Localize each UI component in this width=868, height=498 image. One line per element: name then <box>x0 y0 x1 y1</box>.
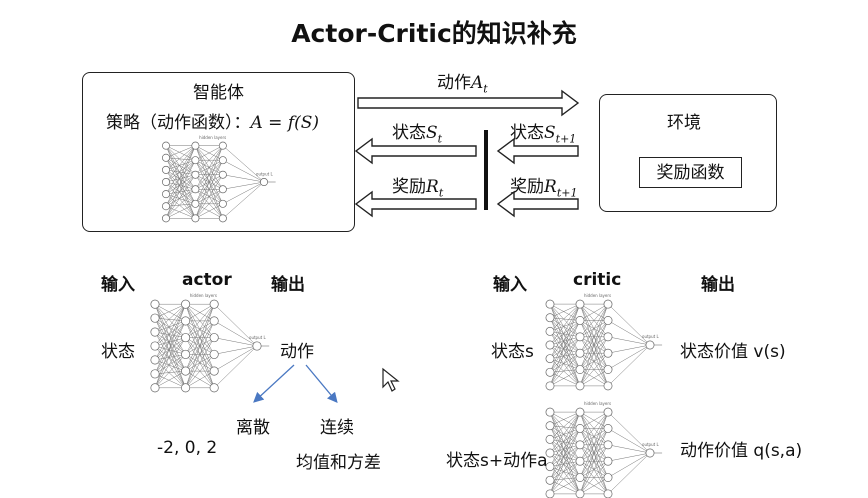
critic-input-header: 输入 <box>493 275 527 295</box>
actor-network: hidden layers output L <box>150 293 270 393</box>
action-label: 动作At <box>437 68 488 95</box>
cursor-icon <box>382 367 400 392</box>
actor-discrete-example: -2, 0, 2 <box>157 438 218 458</box>
action-symbol: A <box>471 73 484 93</box>
reward-function-box: 奖励函数 <box>639 157 742 188</box>
policy-label: 策略（动作函数）： <box>106 113 251 133</box>
state-label-text: 状态 <box>392 123 426 143</box>
state-label: 状态St <box>392 118 442 145</box>
reward-next-arrow <box>496 190 579 218</box>
output-layer-label: output L <box>256 171 273 176</box>
hidden-layers-label: hidden layers <box>190 293 217 298</box>
state-next-label: 状态St+1 <box>510 118 576 145</box>
critic-input-state: 状态s <box>491 342 534 362</box>
hidden-layers-label: hidden layers <box>584 401 611 406</box>
state-symbol: S <box>426 123 438 143</box>
output-layer-label: output L <box>642 334 659 339</box>
actor-discrete: 离散 <box>236 418 270 438</box>
branch-arrow-discrete <box>253 364 295 403</box>
hidden-layers-label: hidden layers <box>584 293 611 298</box>
critic-output-action-value: 动作价值 q(s,a) <box>680 441 803 461</box>
actor-continuous-example: 均值和方差 <box>296 453 381 473</box>
reward-sub: t <box>438 186 444 200</box>
state-arrow-left <box>354 137 477 165</box>
environment-box <box>599 94 777 212</box>
critic-input-state-action: 状态s+动作a <box>446 451 548 471</box>
reward-next-symbol: R <box>544 177 557 197</box>
output-layer-label: output L <box>642 442 659 447</box>
actor-input-header: 输入 <box>101 275 135 295</box>
agent-network: hidden layers output L <box>162 135 276 223</box>
actor-input: 状态 <box>101 342 135 362</box>
state-sub: t <box>437 132 443 146</box>
page-title: Actor-Critic的知识补充 <box>291 19 577 48</box>
critic-network-state: hidden layers output L <box>545 293 663 391</box>
critic-output-header: 输出 <box>701 275 735 295</box>
state-next-arrow <box>496 137 579 165</box>
output-layer-label: output L <box>249 335 266 340</box>
critic-output-state-value: 状态价值 v(s) <box>680 342 786 362</box>
agent-policy: 策略（动作函数）：A = f(S) <box>106 108 319 133</box>
actor-name: actor <box>182 270 232 290</box>
actor-output: 动作 <box>280 342 314 362</box>
reward-symbol: R <box>426 177 439 197</box>
agent-title: 智能体 <box>193 83 244 103</box>
reward-next-label: 奖励Rt+1 <box>510 172 577 199</box>
actor-continuous: 连续 <box>320 418 354 438</box>
critic-name: critic <box>573 270 622 290</box>
reward-arrow-left <box>354 190 477 218</box>
environment-title: 环境 <box>667 113 701 133</box>
branch-arrow-continuous <box>305 364 338 403</box>
reward-next-sub: t+1 <box>556 186 578 200</box>
state-next-label-text: 状态 <box>510 123 544 143</box>
action-sub: t <box>483 82 488 96</box>
reward-next-label-text: 奖励 <box>510 177 544 197</box>
reward-label-text: 奖励 <box>392 177 426 197</box>
action-label-text: 动作 <box>437 73 471 93</box>
state-next-sub: t+1 <box>555 132 577 146</box>
action-arrow <box>357 89 580 117</box>
critic-network-state-action: hidden layers output L <box>545 401 663 498</box>
policy-formula: A = f(S) <box>250 113 320 133</box>
agent-box <box>82 72 355 232</box>
actor-output-header: 输出 <box>271 275 305 295</box>
reward-label: 奖励Rt <box>392 172 443 199</box>
hidden-layers-label: hidden layers <box>199 135 226 140</box>
state-next-symbol: S <box>544 123 556 143</box>
